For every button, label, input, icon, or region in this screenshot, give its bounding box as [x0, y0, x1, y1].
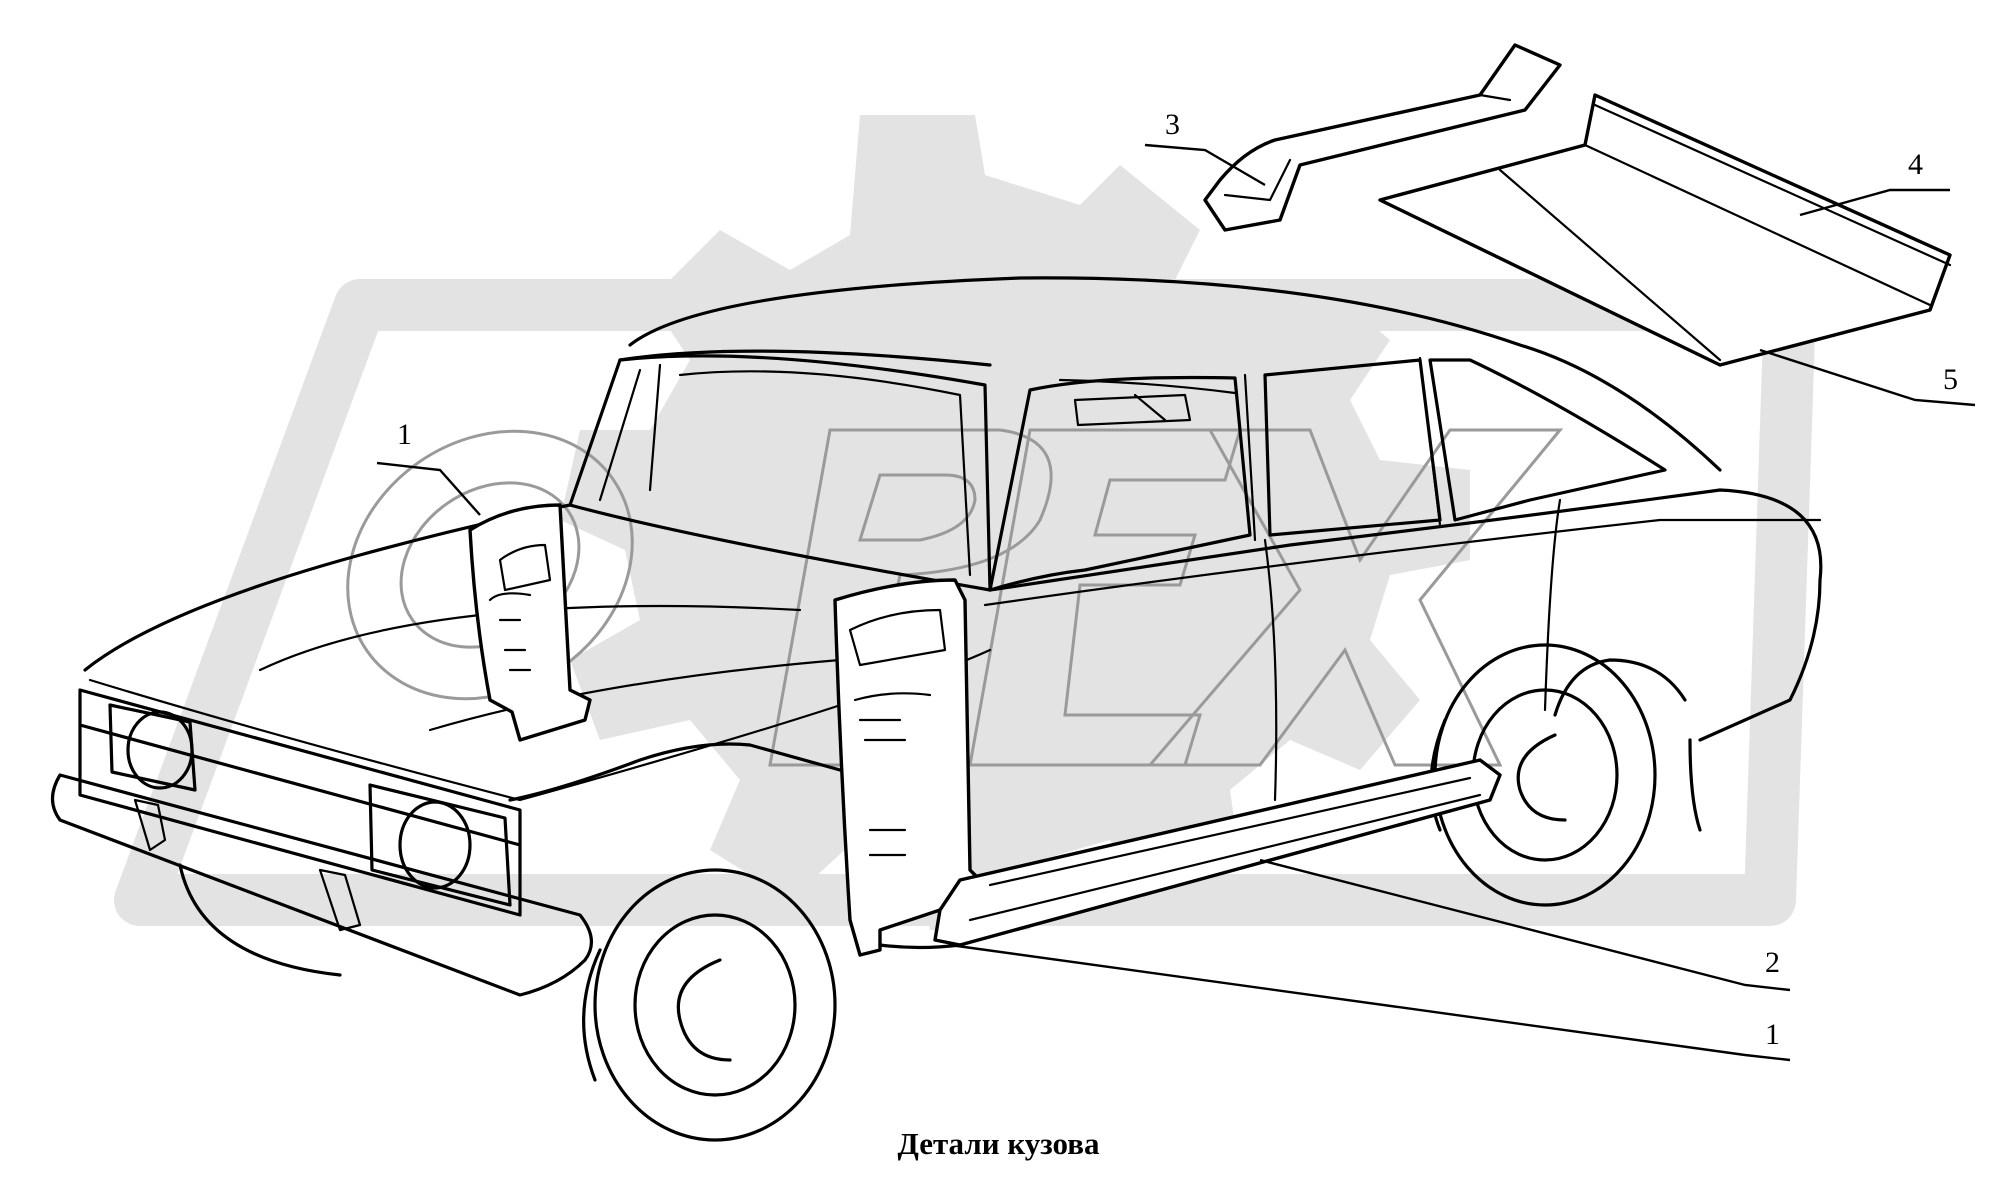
- part-4-5-roof-panel: [1378, 93, 1952, 367]
- window-frames: [1058, 356, 1442, 542]
- callout-number-4: 4: [1908, 148, 1923, 181]
- rear-quarter: [1553, 658, 1702, 832]
- leader-4: [1799, 188, 1950, 217]
- callout-number-1-top: 1: [397, 418, 412, 451]
- front-bumper: [50, 773, 593, 997]
- leader-lines: [376, 143, 1976, 1062]
- windshield-inner: [598, 363, 972, 577]
- windshield: [568, 354, 992, 592]
- quarter-window: [1428, 358, 1667, 522]
- callout-number-2: 2: [1765, 946, 1780, 979]
- watermark-letters: [346, 428, 1564, 767]
- headlight-right: [368, 783, 512, 907]
- door-cut-rear: [1543, 498, 1562, 712]
- part-b-pillar-front: [833, 578, 982, 957]
- leader-1-top: [376, 461, 481, 516]
- front-fender: [508, 742, 842, 802]
- leader-1-bottom: [949, 943, 1791, 1062]
- leader-5: [1759, 348, 1976, 407]
- watermark-frame: [114, 279, 1816, 926]
- grille: [78, 688, 522, 917]
- leader-3: [1144, 143, 1266, 187]
- part-a-pillar-left: [468, 503, 592, 742]
- side-crease: [983, 518, 1822, 607]
- belt-line: [988, 488, 1823, 742]
- door-cut-front: [1263, 538, 1278, 802]
- front-door-window: [988, 375, 1252, 592]
- bumper-guards: [133, 798, 362, 932]
- front-wheel: [178, 863, 837, 1142]
- callout-number-1-bottom: 1: [1765, 1018, 1780, 1051]
- diagram-caption: Детали кузова: [897, 1126, 1100, 1161]
- callout-number-5: 5: [1943, 363, 1958, 396]
- leader-2: [1259, 858, 1791, 992]
- roof-outline: [628, 276, 1722, 472]
- watermark-logo: [114, 115, 1816, 930]
- callout-number-3: 3: [1165, 108, 1180, 141]
- headlight-left: [108, 703, 197, 792]
